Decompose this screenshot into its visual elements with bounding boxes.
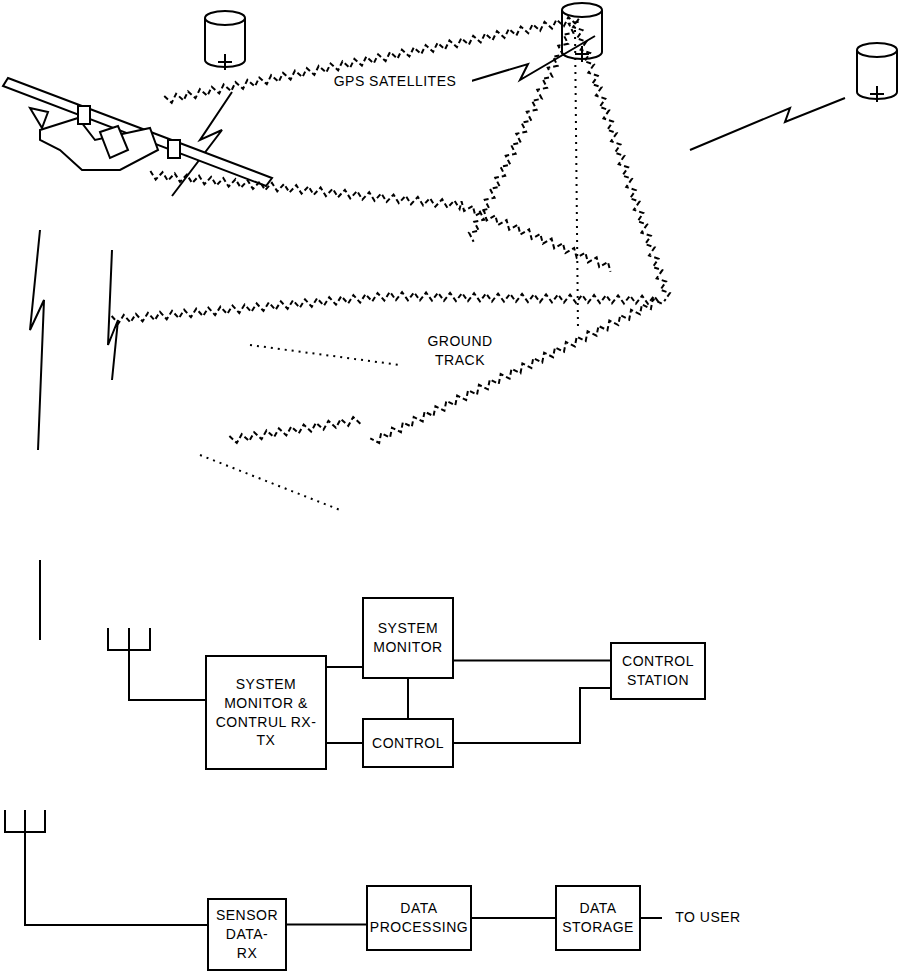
connector-line [407, 679, 409, 718]
gps-satellites [205, 3, 897, 102]
process-box: SYSTEM MONITOR & CONTRUL RX-TX [205, 655, 327, 770]
annotation-label: GPS SATELLITES [318, 72, 472, 91]
box-label: CONTROL [372, 734, 444, 753]
connector-line [287, 924, 366, 926]
box-label: CONTROL STATION [620, 652, 696, 690]
aircraft [3, 78, 272, 186]
process-box: DATA STORAGE [555, 885, 641, 951]
box-label: DATA PROCESSING [370, 899, 468, 937]
box-label: DATA STORAGE [562, 899, 634, 937]
connector-line [454, 688, 610, 743]
box-label: SYSTEM MONITOR [372, 619, 444, 657]
annotation-label: GROUND TRACK [418, 332, 502, 370]
radio-links [30, 36, 845, 640]
ground-track-dots [200, 30, 578, 510]
connector-line [454, 660, 610, 662]
annotation-label: TO USER [666, 908, 750, 927]
process-box: SYSTEM MONITOR [362, 597, 454, 679]
antennas [5, 628, 662, 925]
box-label: SENSOR DATA-RX [216, 906, 278, 963]
ground-track [112, 17, 670, 443]
connector-line [327, 666, 362, 668]
connector-line [327, 742, 362, 744]
process-box: CONTROL [362, 718, 454, 768]
process-box: DATA PROCESSING [366, 885, 472, 951]
connector-line [472, 917, 555, 919]
process-box: CONTROL STATION [610, 642, 706, 700]
process-box: SENSOR DATA-RX [207, 898, 287, 971]
box-label: SYSTEM MONITOR & CONTRUL RX-TX [215, 675, 317, 751]
